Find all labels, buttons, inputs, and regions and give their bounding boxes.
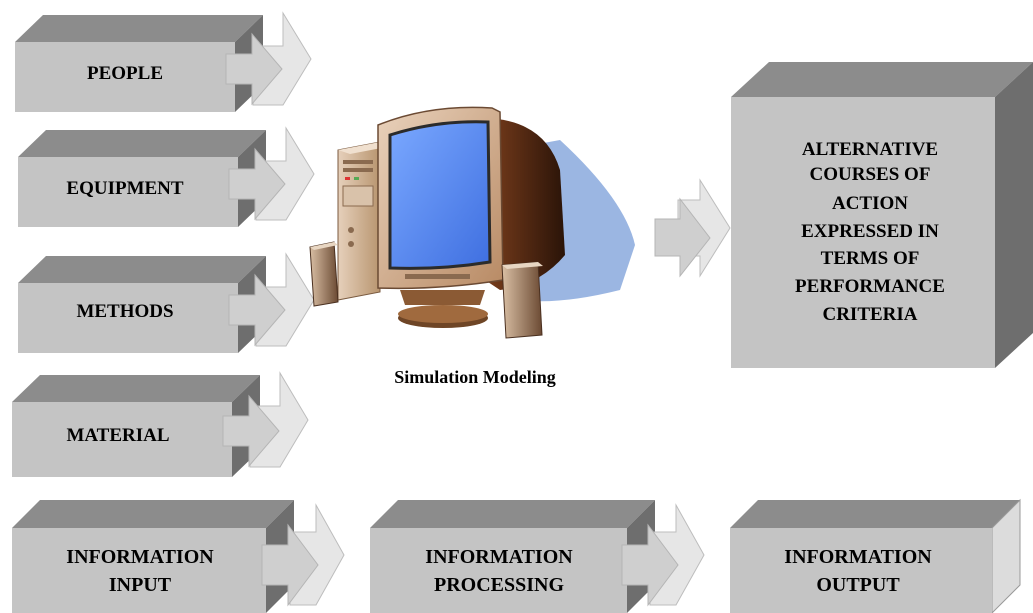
monitor-stand (398, 290, 488, 328)
stage-line: OUTPUT (816, 574, 900, 596)
box-top (12, 500, 294, 528)
arrow-front (621, 523, 679, 607)
output-box: ALTERNATIVE COURSES OF ACTION EXPRESSED … (731, 62, 1033, 368)
input-box-people: PEOPLE (15, 11, 312, 112)
box-top (15, 15, 263, 42)
output-line: TERMS OF (821, 248, 920, 269)
stage-line: INFORMATION (784, 546, 932, 568)
box-top (731, 62, 1033, 97)
arrow-front (261, 523, 319, 607)
box-top (18, 130, 266, 157)
box-front (18, 283, 238, 353)
input-label-people: PEOPLE (87, 63, 163, 84)
output-line: COURSES OF (810, 164, 931, 185)
input-label-material: MATERIAL (66, 425, 169, 446)
input-label-equipment: EQUIPMENT (66, 178, 184, 199)
output-line: EXPRESSED IN (801, 221, 939, 242)
monitor-buttons (405, 274, 470, 279)
computer-caption: Simulation Modeling (394, 367, 556, 387)
arrow-front (225, 32, 283, 106)
stage-line: PROCESSING (434, 574, 564, 596)
box-top (18, 256, 266, 283)
arrow-front (228, 273, 286, 347)
output-line: ALTERNATIVE (802, 139, 938, 160)
stage-box-input: INFORMATION INPUT (12, 500, 345, 613)
right-speaker (501, 261, 543, 339)
box-front (15, 42, 235, 112)
stage-line: INFORMATION (425, 546, 573, 568)
stage-box-processing: INFORMATION PROCESSING (370, 500, 705, 613)
input-box-equipment: EQUIPMENT (18, 126, 315, 227)
input-label-methods: METHODS (76, 301, 173, 322)
box-front (12, 528, 266, 613)
arrow-front (654, 197, 711, 278)
computer-illustration: Simulation Modeling (309, 106, 635, 387)
output-arrow (654, 178, 731, 278)
input-box-methods: METHODS (18, 252, 315, 353)
left-speaker (309, 241, 339, 307)
box-front (730, 528, 992, 613)
output-line: PERFORMANCE (795, 276, 945, 297)
box-front (12, 402, 232, 477)
arrow-front (228, 147, 286, 221)
box-front (370, 528, 627, 613)
stage-box-output: INFORMATION OUTPUT (730, 498, 1021, 613)
monitor-screen (388, 120, 492, 270)
box-side (995, 62, 1033, 368)
box-front (731, 97, 995, 368)
stage-line: INPUT (109, 574, 172, 596)
output-line: CRITERIA (822, 304, 917, 325)
box-top (730, 500, 1020, 528)
input-box-material: MATERIAL (12, 371, 309, 477)
arrow-front (222, 394, 280, 468)
box-top (370, 500, 655, 528)
output-line: ACTION (832, 193, 908, 214)
monitor-back (485, 118, 565, 290)
box-top (12, 375, 260, 402)
stage-line: INFORMATION (66, 546, 214, 568)
box-front (18, 157, 238, 227)
